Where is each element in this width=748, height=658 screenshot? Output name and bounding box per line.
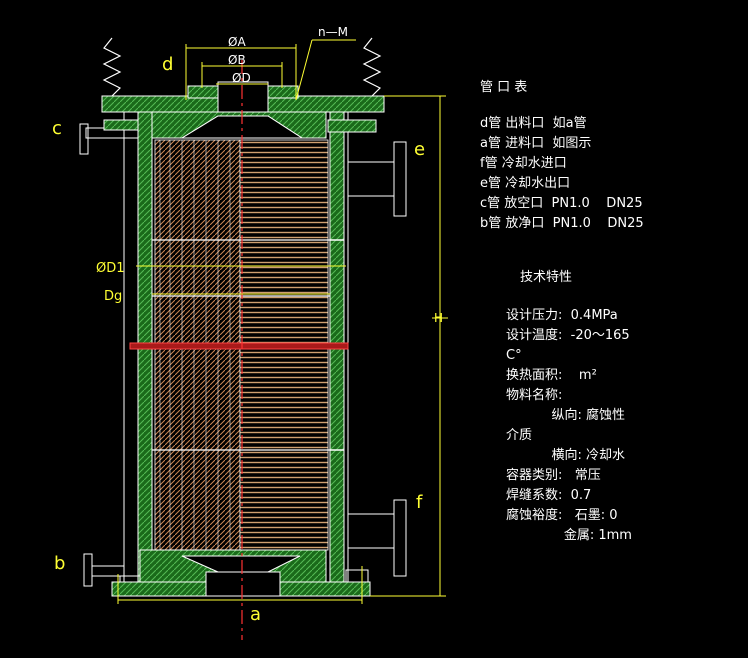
tech-line: 物料名称: bbox=[506, 388, 563, 403]
label-c: c bbox=[52, 118, 62, 139]
label-d: d bbox=[162, 54, 173, 75]
dimension-lines bbox=[117, 39, 448, 604]
nozzle-f bbox=[347, 499, 407, 577]
label-a: a bbox=[250, 604, 261, 625]
tech-line: 金属: 1mm bbox=[506, 528, 632, 543]
nozzle-row: d管 出料口 如a管 bbox=[480, 116, 587, 131]
nozzle-c bbox=[79, 119, 139, 155]
nozzle-row: f管 冷却水进口 bbox=[480, 156, 567, 171]
dim-B-label: ØB bbox=[228, 53, 246, 67]
middle-flange bbox=[129, 342, 349, 350]
tech-line: 纵向: 腐蚀性 bbox=[506, 408, 625, 423]
nozzle-table-title: 管 口 表 bbox=[480, 80, 528, 95]
tech-line: 设计温度: -20～165 bbox=[506, 328, 630, 343]
dim-Dg-label: Dg bbox=[104, 289, 122, 304]
tech-line: 换热面积: m² bbox=[506, 368, 597, 383]
tech-line: 容器类别: 常压 bbox=[506, 468, 601, 483]
nozzle-row: b管 放净口 PN1.0 DN25 bbox=[480, 216, 644, 231]
tech-line: 腐蚀裕度: 石墨: 0 bbox=[506, 508, 618, 523]
tech-line: 横向: 冷却水 bbox=[506, 448, 625, 463]
nozzle-row: c管 放空口 PN1.0 DN25 bbox=[480, 196, 643, 211]
label-e: e bbox=[414, 139, 425, 160]
dim-A-label: ØA bbox=[228, 35, 246, 49]
dim-H-label: H bbox=[434, 311, 443, 325]
nozzle-c-right bbox=[327, 119, 377, 133]
nozzle-row: a管 进料口 如图示 bbox=[480, 136, 592, 151]
dim-D1-label: ØD1 bbox=[96, 261, 125, 276]
tech-line: 介质 bbox=[506, 428, 533, 443]
label-b: b bbox=[54, 553, 65, 574]
tech-line: 焊缝系数: 0.7 bbox=[506, 488, 592, 503]
left-spring-icon bbox=[102, 37, 122, 97]
nozzle-table: d管 出料口 如a管 a管 进料口 如图示 f管 冷却水进口 e管 冷却水出口 … bbox=[480, 114, 644, 234]
nozzle-row: e管 冷却水出口 bbox=[480, 176, 571, 191]
tech-title: 技术特性 bbox=[520, 270, 573, 285]
dim-D-label: ØD bbox=[232, 71, 251, 85]
dim-nM-label: n—M bbox=[318, 25, 348, 39]
right-spring-icon bbox=[362, 37, 382, 97]
nozzle-e bbox=[347, 141, 407, 217]
tech-specs: 设计压力: 0.4MPa 设计温度: -20～165 C° 换热面积: m² 物… bbox=[506, 306, 632, 546]
tech-line: 设计压力: 0.4MPa bbox=[506, 308, 618, 323]
nozzle-b bbox=[83, 553, 125, 587]
bottom-head bbox=[111, 549, 371, 597]
tech-line: C° bbox=[506, 348, 522, 363]
label-f: f bbox=[416, 492, 423, 513]
